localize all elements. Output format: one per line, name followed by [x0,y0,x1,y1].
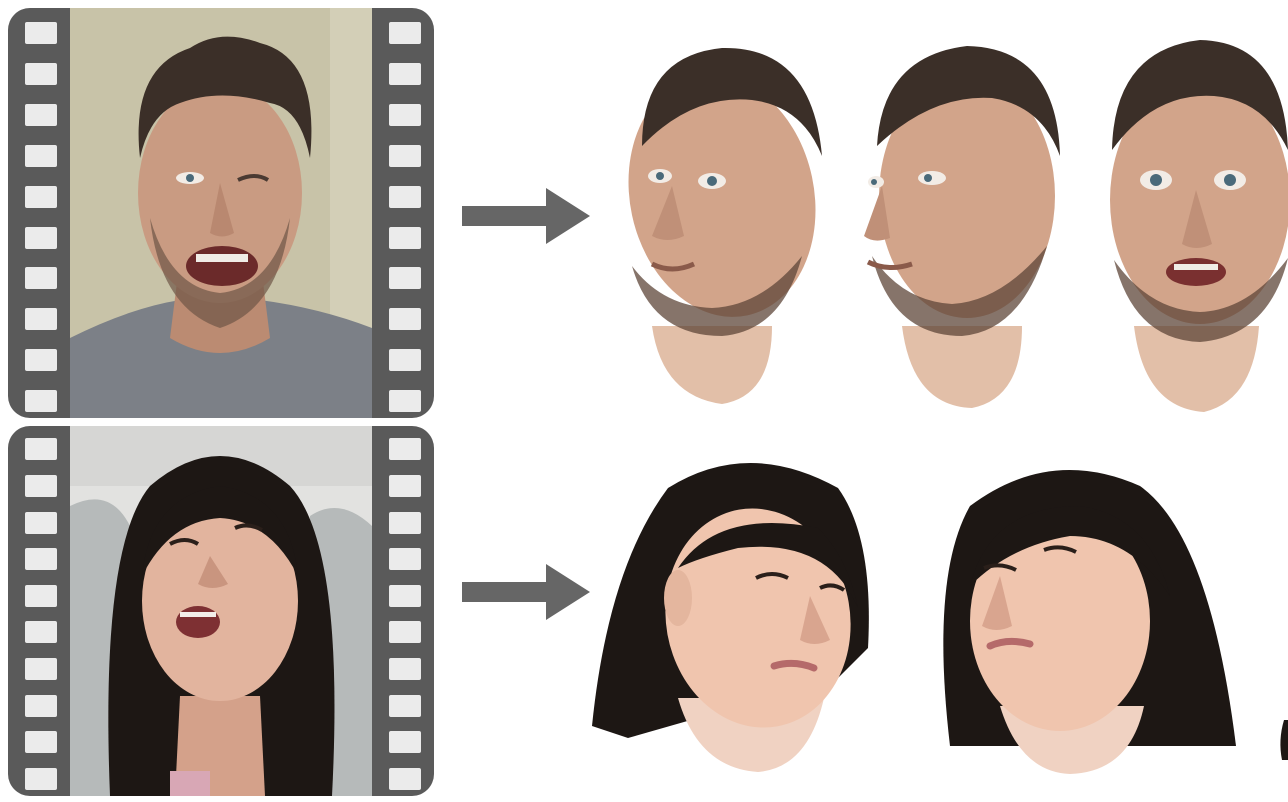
sprocket-hole [389,144,421,167]
sprocket-hole [25,548,57,571]
sprocket-hole [25,22,57,45]
sprocket-hole [25,308,57,331]
input-filmstrip-woman [8,426,434,796]
woman-face-image [70,426,372,796]
sprocket-hole [389,22,421,45]
sprocket-hole [25,226,57,249]
sprocket-hole [25,694,57,717]
sprocket-hole [25,584,57,607]
sprocket-hole [389,349,421,372]
sprocket-hole [25,349,57,372]
sprocket-hole [389,694,421,717]
sprocket-hole [25,267,57,290]
output-head-man-frontal [1110,40,1288,412]
sprocket-hole [25,511,57,534]
sprocket-hole [389,511,421,534]
output-head-woman-right [592,463,869,772]
arrow-right-icon [462,564,590,620]
sprocket-hole [389,308,421,331]
output-head-woman-cropped [1280,720,1288,760]
sprocket-hole [389,104,421,127]
sprocket-hole [389,658,421,681]
output-head-man-tilted [628,47,822,404]
sprocket-hole [389,438,421,461]
sprocket-hole [389,731,421,754]
sprocket-hole [389,474,421,497]
sprocket-hole [25,621,57,644]
sprocket-hole [25,63,57,86]
output-head-man-turned [864,46,1060,408]
sprocket-holes-left [8,8,70,418]
sprocket-hole [25,390,57,412]
sprocket-hole [389,267,421,290]
sprocket-hole [25,768,57,790]
video-frame-man [70,8,372,418]
output-head-woman-left [943,470,1236,774]
sprocket-hole [389,548,421,571]
sprocket-hole [25,104,57,127]
sprocket-hole [25,474,57,497]
sprocket-holes-left [8,426,70,796]
sprocket-holes-right [372,426,434,796]
input-filmstrip-man [8,8,434,418]
arrow-right-icon [462,188,590,244]
sprocket-hole [25,185,57,208]
sprocket-hole [389,584,421,607]
sprocket-hole [25,731,57,754]
video-frame-woman [70,426,372,796]
sprocket-holes-right [372,8,434,418]
sprocket-hole [389,768,421,790]
sprocket-hole [25,658,57,681]
sprocket-hole [389,185,421,208]
sprocket-hole [389,390,421,412]
sprocket-hole [389,226,421,249]
sprocket-hole [389,63,421,86]
man-face-image [70,8,372,418]
sprocket-hole [25,144,57,167]
sprocket-hole [25,438,57,461]
sprocket-hole [389,621,421,644]
